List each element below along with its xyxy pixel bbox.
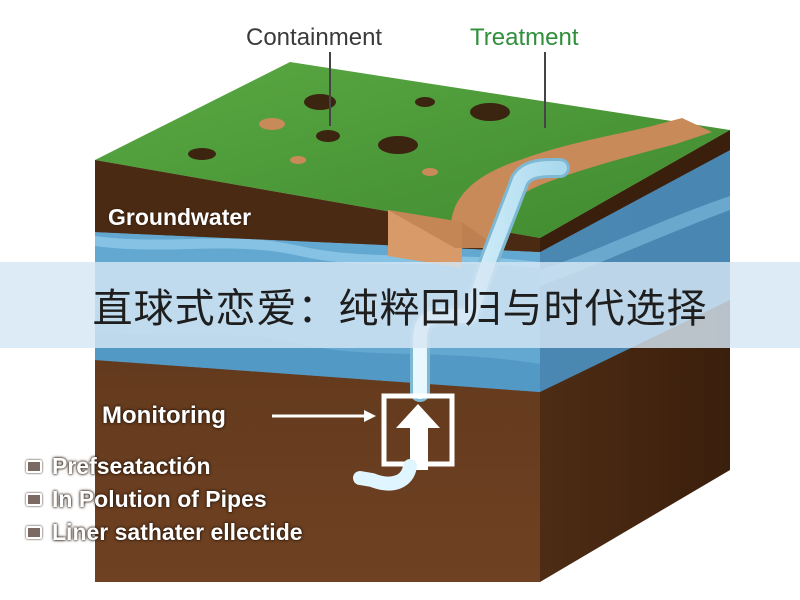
- up-arrow-icon: [396, 404, 440, 470]
- banner-title: 直球式恋爱：纯粹回归与时代选择: [92, 286, 708, 332]
- containment-hole: [415, 97, 435, 107]
- legend-item: In Polution of Pipes: [26, 483, 303, 516]
- bullet-icon: [26, 493, 42, 506]
- containment-hole: [316, 130, 340, 142]
- legend-item: Liner sathater ellectide: [26, 516, 303, 549]
- legend-item-label: Prefseatactión: [52, 453, 211, 479]
- containment-hole: [470, 103, 510, 121]
- top-face: [95, 62, 730, 248]
- treatment-label: Treatment: [470, 24, 579, 51]
- containment-hole: [304, 94, 336, 110]
- containment-label: Containment: [246, 24, 383, 51]
- legend-item: Prefseatactión: [26, 450, 303, 483]
- legend-item-label: In Polution of Pipes: [52, 486, 267, 512]
- bullet-icon: [26, 460, 42, 473]
- legend: Prefseatactión In Polution of Pipes Line…: [26, 450, 303, 549]
- bullet-icon: [26, 526, 42, 539]
- monitoring-label: Monitoring: [102, 402, 226, 429]
- treatment-path: [451, 118, 712, 248]
- legend-item-label: Liner sathater ellectide: [52, 519, 303, 545]
- containment-hole: [188, 148, 216, 160]
- containment-hole: [378, 136, 418, 154]
- title-banner: 直球式恋爱：纯粹回归与时代选择: [0, 262, 800, 348]
- monitoring-well: [353, 393, 455, 491]
- groundwater-label: Groundwater: [108, 204, 252, 230]
